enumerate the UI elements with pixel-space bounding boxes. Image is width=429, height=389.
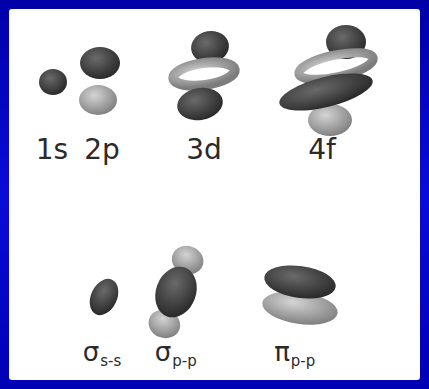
bond-subscript: p-p [172,354,196,369]
p-orbital [79,47,120,115]
bond-symbol: σ [83,339,99,365]
bond-subscript: p-p [291,354,315,369]
pi-pp-orbital [260,261,340,329]
f-orbital [276,25,376,136]
bond-symbol: π [274,339,290,365]
bond-subscript: s-s [100,354,121,369]
bond-symbol: σ [155,339,171,365]
orbital-label: 2p [84,136,120,164]
orbital-label: 3d [186,136,222,164]
orbital-label: 1s [36,136,68,164]
s-orbital [39,69,67,95]
sigma-ss-orbital [84,274,124,319]
d-orbital [172,28,236,124]
orbital-label: 4f [308,136,336,164]
sigma-pp-orbital [141,240,211,344]
